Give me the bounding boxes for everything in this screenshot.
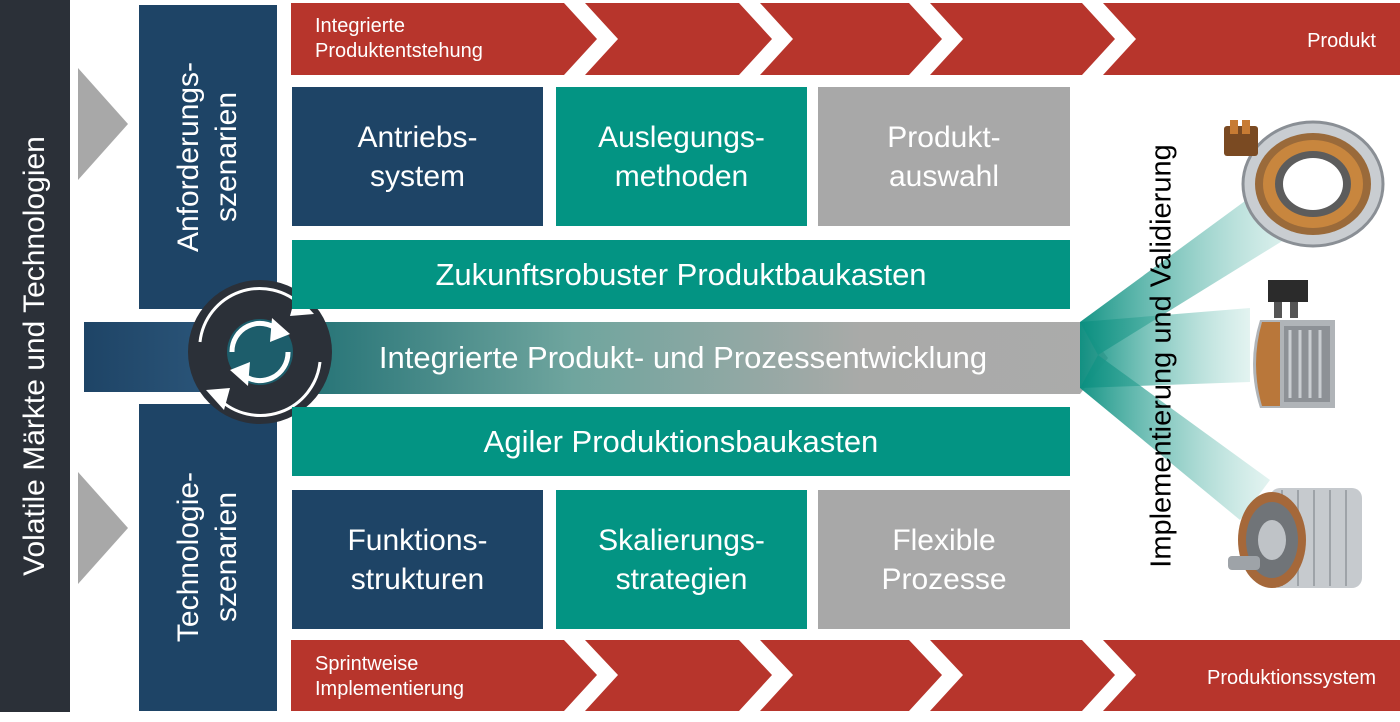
tile-scaling-strategies: Skalierungs- strategien bbox=[556, 490, 807, 629]
tile-flexible-processes: Flexible Prozesse bbox=[818, 490, 1070, 629]
technology-scenarios-box bbox=[139, 404, 277, 711]
left-sidebar bbox=[0, 0, 70, 712]
volatile-markets-label: Volatile Märkte und Technologien bbox=[18, 136, 51, 576]
requirement-scenarios-label: Anforderungs- szenarien bbox=[172, 61, 243, 253]
technology-scenarios-label: Technologie- szenarien bbox=[172, 471, 243, 643]
top-process-end-label: Produkt bbox=[1307, 30, 1376, 52]
stator-ring-image bbox=[1224, 120, 1385, 248]
chevron-right-icon bbox=[78, 68, 128, 180]
chevron-right-icon bbox=[78, 472, 128, 584]
tile-design-methods: Auslegungs- methoden bbox=[556, 87, 807, 226]
bottom-process-start-label: Sprintweise Implementierung bbox=[315, 653, 464, 700]
validation-fan bbox=[1080, 190, 1300, 520]
tile-product-selection: Produkt- auswahl bbox=[818, 87, 1070, 226]
implementation-validation-label: Implementierung und Validierung bbox=[1145, 144, 1178, 568]
requirement-scenarios-box bbox=[139, 5, 277, 309]
motor-cutaway-image bbox=[1253, 280, 1335, 408]
top-process-start-label: Integrierte Produktentstehung bbox=[315, 15, 483, 62]
tile-function-structures: Funktions- strukturen bbox=[292, 490, 543, 629]
bottom-process-end-label: Produktionssystem bbox=[1207, 667, 1376, 689]
integration-arrow bbox=[284, 322, 1108, 394]
electric-motor-image bbox=[1228, 488, 1362, 588]
bottom-process-arrow bbox=[291, 640, 1400, 711]
product-kit-band: Zukunftsrobuster Produktbaukasten bbox=[292, 240, 1070, 309]
tile-drive-system: Antriebs- system bbox=[292, 87, 543, 226]
integration-band-label: Integrierte Produkt- und Prozessentwickl… bbox=[378, 340, 988, 375]
production-kit-band: Agiler Produktionsbaukasten bbox=[292, 407, 1070, 476]
top-process-arrow bbox=[291, 3, 1400, 75]
